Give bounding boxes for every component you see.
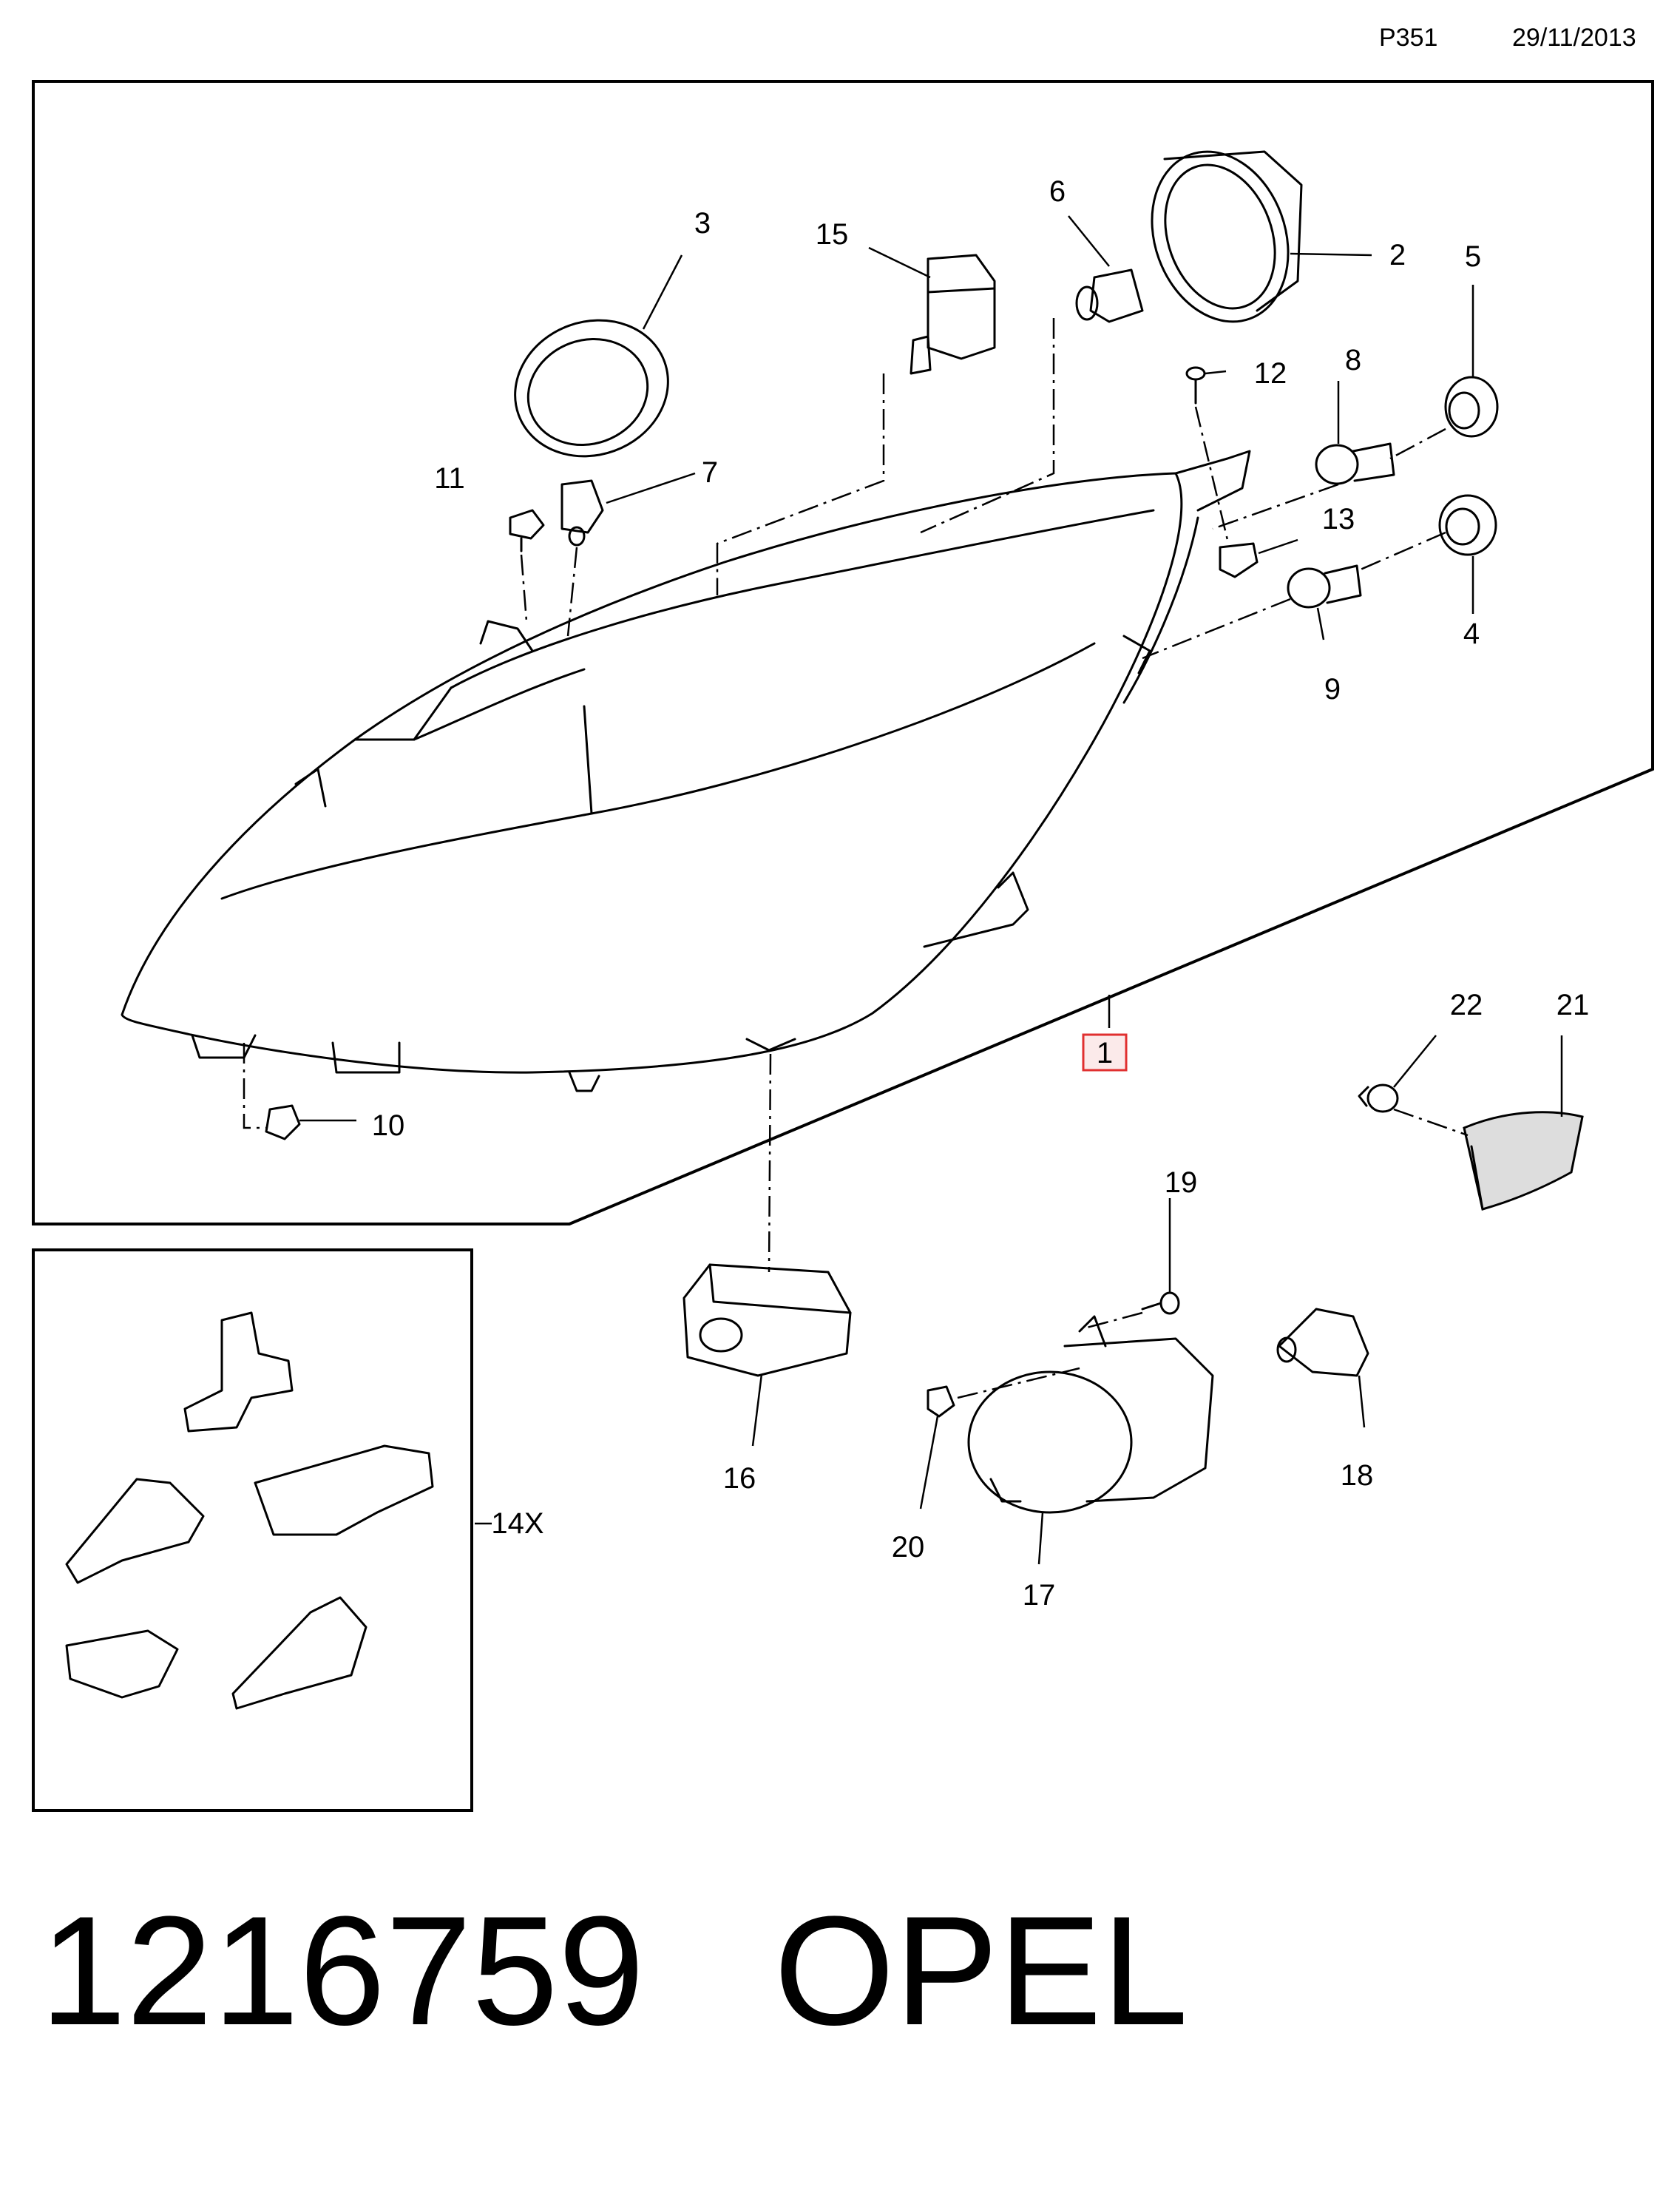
parts-diagram: 1 2 3 4 5 6 7 8 9 10 11 12 13 14X 15 16 … [32,80,1654,1812]
callout-16: 16 [723,1462,756,1495]
brackets-part-14 [65,1311,434,1710]
callout-7: 7 [702,456,718,489]
callout-3: 3 [694,207,711,240]
screw-part-19 [1141,1291,1180,1315]
callout-5: 5 [1465,240,1481,273]
highlight-box-part-1 [1082,1033,1128,1072]
ring-part-3 [514,319,669,458]
bezel-ring-part-2 [1151,150,1303,323]
part-number: 1216759 [40,1884,645,2058]
bulb-part-22 [1358,1083,1399,1113]
bulb-part-18 [1276,1308,1369,1377]
callout-20: 20 [892,1531,925,1563]
callout-4: 4 [1463,618,1480,650]
bulb-holder-part-7 [560,479,604,547]
main-frame [32,80,1654,1225]
callout-1: 1 [1097,1037,1113,1069]
headlamp-assembly [121,450,1251,1092]
callout-2: 2 [1389,239,1406,271]
callout-17: 17 [1023,1579,1056,1612]
callout-18: 18 [1341,1459,1374,1492]
clip-part-13 [1219,542,1259,578]
callout-21: 21 [1557,989,1590,1021]
callout-6: 6 [1049,175,1066,208]
page-code: P351 [1379,24,1438,52]
callout-10: 10 [372,1109,405,1142]
screw-part-12 [1185,366,1206,405]
brand-name: OPEL [773,1884,1188,2058]
callout-9: 9 [1324,673,1341,706]
bulb-part-9 [1287,564,1362,609]
callout-8: 8 [1345,344,1361,376]
actuator-part-15 [910,254,996,375]
module-part-16 [682,1263,852,1377]
callout-15: 15 [816,218,849,251]
inset-frame [32,1248,473,1812]
foglamp-part-17 [967,1315,1214,1514]
clip-part-10 [265,1104,301,1140]
leader-lines [299,215,1563,1565]
callout-13: 13 [1322,503,1355,535]
side-repeater-part-21 [1463,1111,1584,1211]
clip-part-20 [927,1385,955,1418]
footer-title: 1216759 OPEL [40,1893,1188,2049]
bolt-part-11 [509,509,545,552]
page-date: 29/11/2013 [1512,24,1636,52]
callout-14x: 14X [491,1507,543,1540]
assembly-lines [243,318,1469,1399]
bulb-part-6 [1075,268,1144,323]
callout-11: 11 [434,462,465,495]
callout-22: 22 [1450,989,1483,1021]
callout-19: 19 [1165,1166,1198,1199]
socket-part-4 [1438,494,1497,556]
bulb-part-8 [1315,442,1395,485]
callout-12: 12 [1254,357,1287,390]
socket-part-5 [1444,376,1499,438]
